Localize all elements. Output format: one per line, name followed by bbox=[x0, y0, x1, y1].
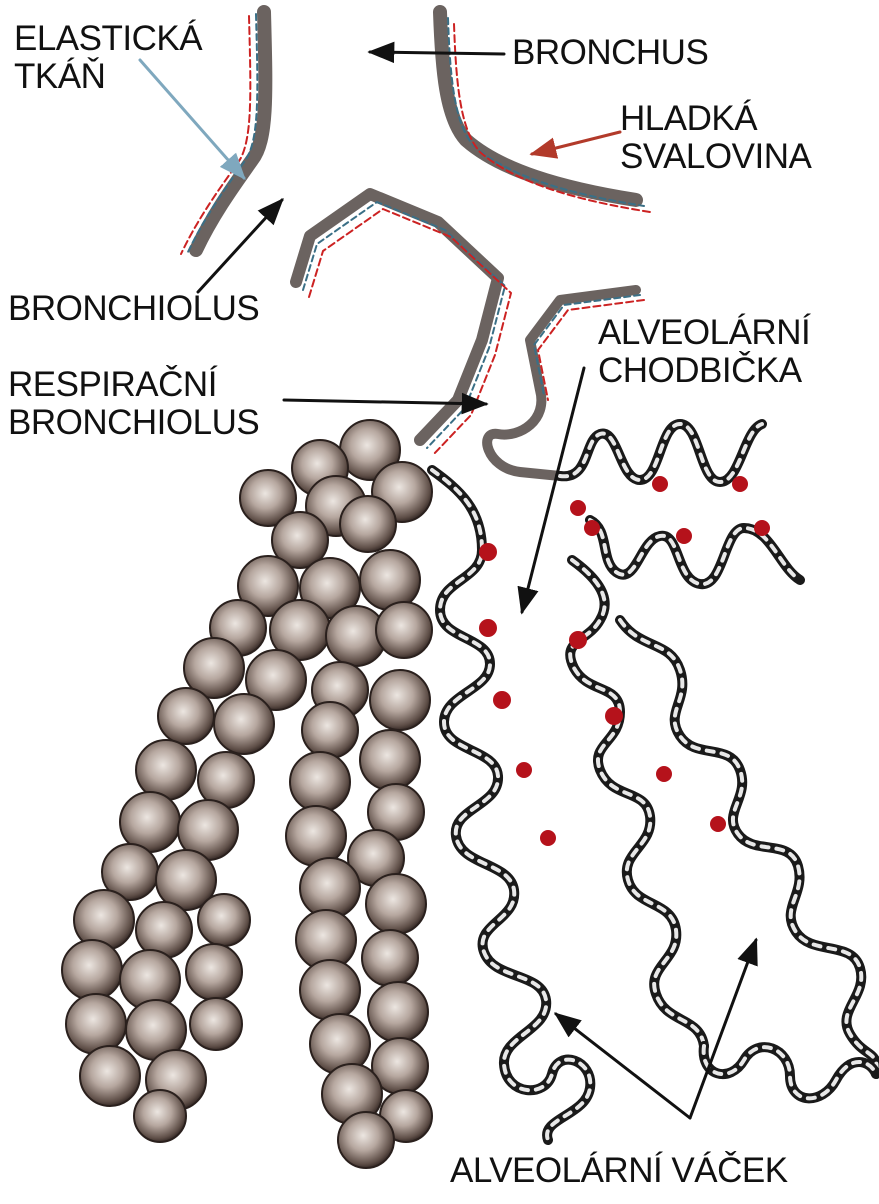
label-alveolar-duct: ALVEOLÁRNÍ CHODBIČKA bbox=[598, 314, 810, 390]
alveolar-walls bbox=[432, 424, 877, 1140]
alveolus bbox=[158, 688, 214, 744]
alveolus bbox=[376, 602, 432, 658]
bronchiolus-wall bbox=[296, 194, 511, 455]
label-bronchiolus: BRONCHIOLUS bbox=[8, 290, 259, 328]
label-elastic-tissue: ELASTICKÁ TKÁŇ bbox=[14, 20, 202, 96]
label-alveolar-sac: ALVEOLÁRNÍ VÁČEK bbox=[450, 1152, 788, 1190]
label-respiratory-bronchiolus-line1: RESPIRAČNÍ bbox=[8, 366, 259, 404]
label-smooth-muscle: HLADKÁ SVALOVINA bbox=[620, 100, 811, 176]
alveolus bbox=[300, 960, 360, 1020]
label-respiratory-bronchiolus-line2: BRONCHIOLUS bbox=[8, 404, 259, 442]
label-smooth-muscle-line1: HLADKÁ bbox=[620, 100, 811, 138]
alveolus bbox=[340, 496, 396, 552]
alveolus bbox=[190, 998, 242, 1050]
alveolus bbox=[198, 894, 250, 946]
alveolus bbox=[368, 982, 428, 1042]
label-elastic-tissue-line2: TKÁŇ bbox=[14, 58, 202, 96]
alveolus bbox=[362, 930, 418, 986]
alveolus bbox=[360, 550, 420, 610]
alveolus bbox=[134, 1090, 186, 1142]
alveolus bbox=[302, 702, 358, 758]
label-alveolar-duct-line2: CHODBIČKA bbox=[598, 352, 810, 390]
label-elastic-tissue-line1: ELASTICKÁ bbox=[14, 20, 202, 58]
alveolus bbox=[338, 1112, 394, 1168]
alveolus bbox=[214, 694, 274, 754]
alveolus bbox=[286, 806, 346, 866]
label-respiratory-bronchiolus: RESPIRAČNÍ BRONCHIOLUS bbox=[8, 366, 259, 442]
alveolus bbox=[120, 792, 180, 852]
alveolus bbox=[80, 1046, 140, 1106]
label-bronchus: BRONCHUS bbox=[512, 34, 708, 72]
alveoli-cluster bbox=[62, 420, 432, 1168]
alveolus bbox=[300, 858, 360, 918]
alveolus bbox=[290, 752, 350, 812]
alveolus bbox=[366, 874, 426, 934]
label-smooth-muscle-line2: SVALOVINA bbox=[620, 138, 811, 176]
alveolus bbox=[370, 670, 430, 730]
alveolus bbox=[136, 740, 196, 800]
alveolus bbox=[66, 994, 126, 1054]
alveolus bbox=[360, 730, 420, 790]
alveolus bbox=[186, 944, 242, 1000]
alveolus bbox=[62, 940, 122, 1000]
label-alveolar-duct-line1: ALVEOLÁRNÍ bbox=[598, 314, 810, 352]
